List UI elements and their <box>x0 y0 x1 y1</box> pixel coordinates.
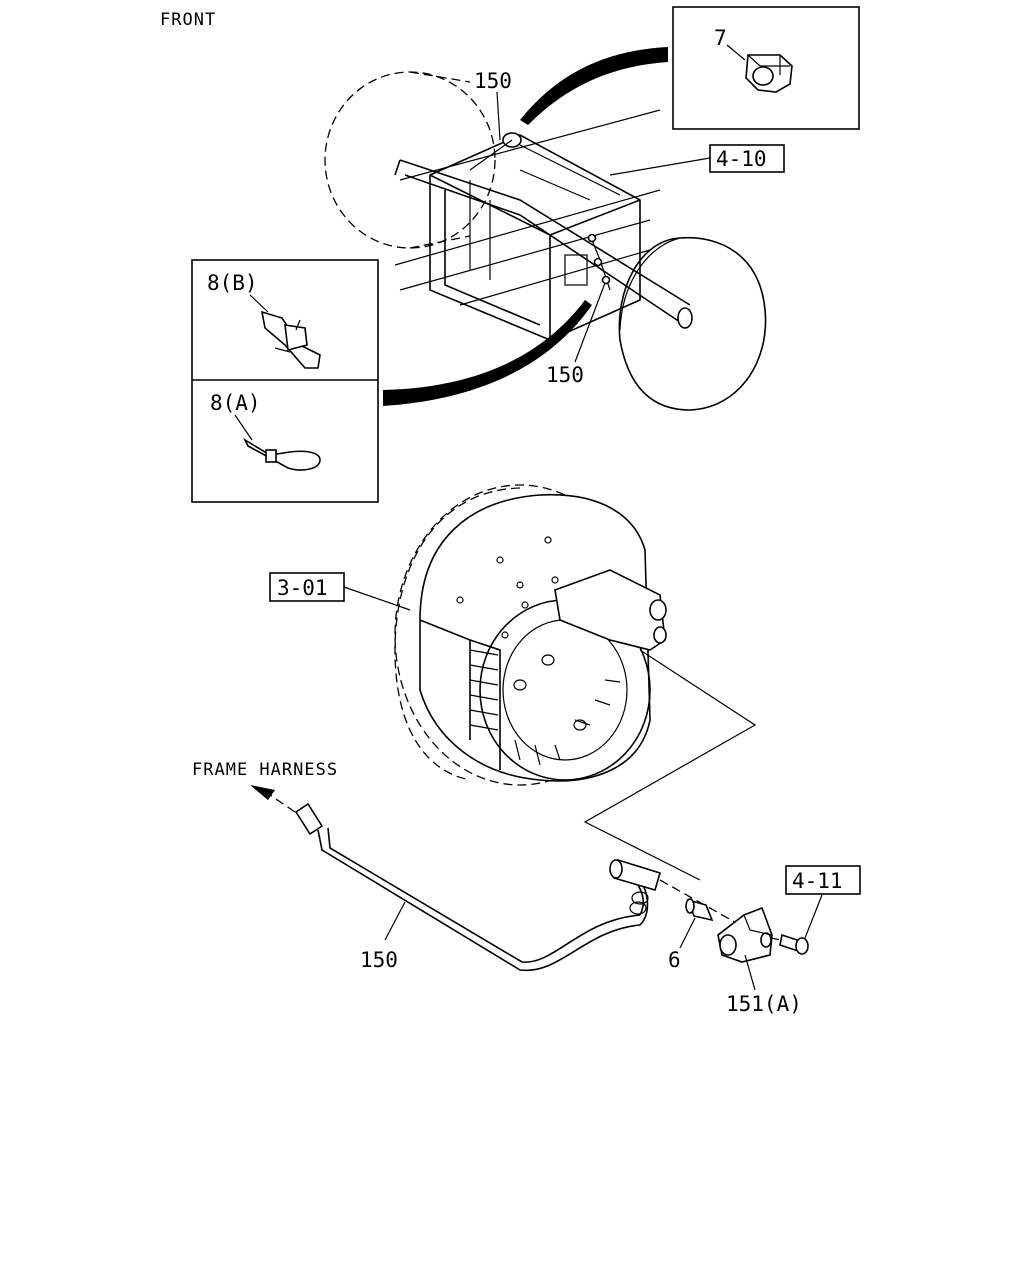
callout-8a: 8(A) <box>210 391 261 415</box>
ref-3-01-label: 3-01 <box>277 576 328 600</box>
ref-box-4-11[interactable] <box>785 865 861 895</box>
leader-4-11 <box>804 894 823 939</box>
brake-drum-assembly <box>394 484 667 786</box>
ref-box-4-10[interactable] <box>709 144 785 173</box>
callout-7: 7 <box>714 26 727 50</box>
leader-151a <box>744 954 756 991</box>
leader-150-bottom <box>384 901 406 941</box>
swoosh-to-detail-8 <box>383 300 592 406</box>
ref-4-11-label: 4-11 <box>792 869 843 893</box>
bushing-6-icon <box>685 898 714 922</box>
callout-150-mid: 150 <box>546 363 584 387</box>
frame-harness-annotation: FRAME HARNESS <box>192 760 338 780</box>
leader-4-10 <box>609 157 711 176</box>
callout-151a: 151(A) <box>726 992 802 1016</box>
detail-box-8: 8(B) 8(A) <box>191 259 379 503</box>
leader-3-01 <box>343 586 411 611</box>
front-label: FRONT <box>160 10 216 30</box>
ref-4-10-label: 4-10 <box>716 147 767 171</box>
bracket-151a-icon <box>717 906 773 963</box>
axle-frame-assembly <box>324 71 767 411</box>
leader-150-top <box>496 91 501 141</box>
callout-6: 6 <box>668 948 681 972</box>
callout-8b: 8(B) <box>207 271 258 295</box>
clip-7-icon <box>745 54 793 93</box>
tie-strap-8a-icon <box>243 437 321 471</box>
harness-150 <box>294 802 661 972</box>
leader-6 <box>679 917 696 949</box>
callout-150-top: 150 <box>474 69 512 93</box>
clip-8b-icon <box>260 310 321 369</box>
leader-150-mid <box>574 282 606 363</box>
bolt-4-11-icon <box>779 933 809 955</box>
connection-line-drum-to-sensor <box>583 649 757 881</box>
sensor-axis-line <box>659 879 741 926</box>
frame-harness-arrow-icon <box>250 785 296 813</box>
swoosh-to-detail-7 <box>520 47 668 125</box>
right-wheel <box>618 236 767 411</box>
callout-150-bottom: 150 <box>360 948 398 972</box>
detail-box-7: 7 <box>672 6 860 130</box>
